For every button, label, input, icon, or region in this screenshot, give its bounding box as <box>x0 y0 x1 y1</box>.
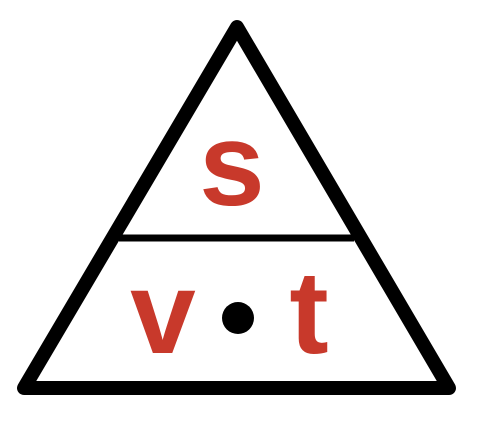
bottom-right-variable-t: t <box>289 247 328 379</box>
bottom-left-variable-v: v <box>130 247 196 379</box>
triangle-outline <box>17 20 456 395</box>
top-variable-s: s <box>199 99 265 231</box>
multiplication-dot-icon <box>222 302 254 334</box>
